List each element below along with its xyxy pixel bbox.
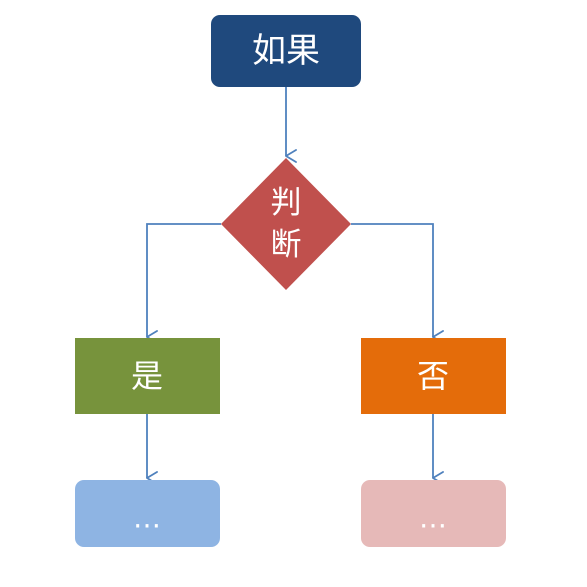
connectors: [146, 87, 444, 485]
no-next-node-label: …: [419, 502, 447, 535]
no-next-node-shape: [361, 480, 506, 547]
yes-node-label: 是: [131, 357, 163, 395]
yes-next-node: …: [75, 480, 220, 547]
connector-judge-to-yes: [146, 223, 221, 344]
judge-node-label-line1: 判: [271, 185, 302, 221]
no-next-node: …: [361, 480, 506, 547]
judge-node-label-line2: 断: [271, 227, 302, 263]
yes-node-shape: [75, 338, 220, 414]
no-node-shape: [361, 338, 506, 414]
if-node-label: 如果: [252, 31, 320, 71]
judge-node-shape: [221, 158, 351, 290]
connector-judge-to-no: [351, 223, 444, 344]
yes-node: 是: [75, 338, 220, 414]
if-node-shape: [211, 15, 361, 87]
yes-next-node-label: …: [133, 502, 161, 535]
yes-next-node-shape: [75, 480, 220, 547]
judge-node: 判 断: [221, 158, 351, 290]
no-node-label: 否: [417, 357, 449, 395]
if-node: 如果: [211, 15, 361, 87]
no-node: 否: [361, 338, 506, 414]
